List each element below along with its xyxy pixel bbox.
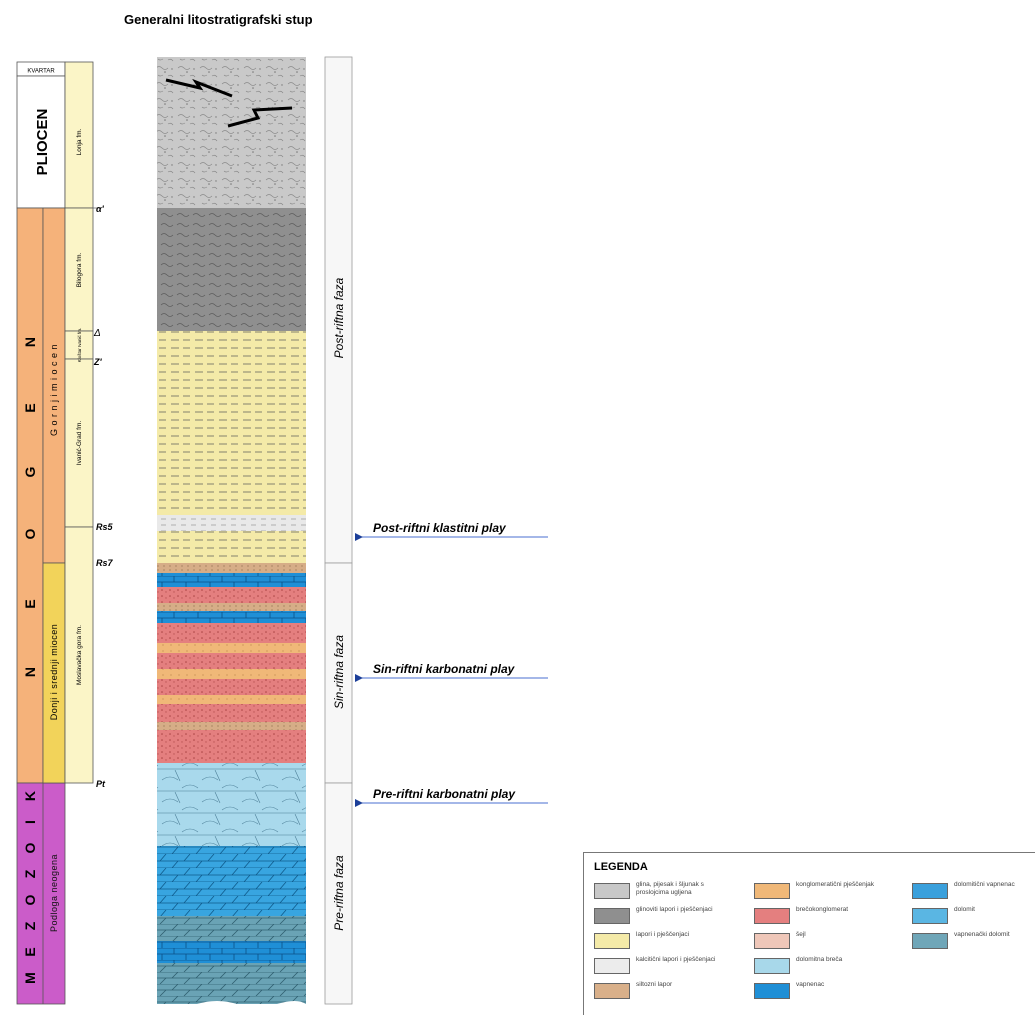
formation-moslavacka-gora: Moslavačka gora fm. — [76, 625, 83, 685]
epoch-gornji-miocen: G o r n j i m i o c e n — [49, 344, 59, 436]
legend-swatch — [754, 958, 790, 974]
legend: LEGENDA glina, pijesak i šljunak s prosl… — [583, 852, 1035, 1015]
phase-column — [324, 56, 353, 1005]
legend-item: dolomitični vapnenac — [912, 881, 1035, 901]
legend-swatch — [754, 983, 790, 999]
mezozoik-letter: M — [22, 972, 38, 984]
legend-label: dolomitični vapnenac — [954, 881, 1015, 888]
phase-post-riftna: Post-riftna faza — [332, 277, 346, 358]
legend-swatch — [594, 983, 630, 999]
legend-item: lapori i pješčenjaci — [594, 931, 739, 951]
legend-label: dolomitna breča — [796, 956, 843, 963]
marker-delta: Δ — [93, 328, 101, 339]
legend-swatch — [594, 958, 630, 974]
mezozoik-letter: O — [22, 894, 38, 905]
mezozoik-letter: Z — [22, 869, 38, 878]
marker-pt: Pt — [96, 779, 106, 789]
mezozoik-letter: I — [22, 820, 38, 824]
legend-item: brečokonglomerat — [754, 906, 899, 926]
legend-swatch — [912, 933, 948, 949]
neogen-letter: O — [22, 528, 38, 539]
legend-label: konglomeratični pješčenjak — [796, 881, 875, 888]
legend-swatch — [594, 908, 630, 924]
legend-label: lapori i pješčenjaci — [636, 931, 690, 938]
neogen-letter: G — [22, 466, 38, 477]
marker-alpha: α' — [96, 204, 105, 214]
legend-title: LEGENDA — [594, 861, 648, 873]
play-pre-riftni: Pre-riftni karbonatni play — [373, 787, 516, 801]
legend-item: vapnenac — [754, 981, 899, 1001]
legend-label: siltozni lapor — [636, 981, 673, 988]
legend-swatch — [754, 883, 790, 899]
neogen-letter: E — [22, 403, 38, 412]
legend-swatch — [912, 908, 948, 924]
play-sin-riftni: Sin-riftni karbonatni play — [373, 662, 516, 676]
mezozoik-letter: K — [22, 791, 38, 801]
legend-swatch — [754, 908, 790, 924]
legend-label: glinoviti lapori i pješčenjaci — [636, 906, 713, 913]
epoch-podloga-neogena: Podloga neogena — [49, 854, 59, 932]
chrono-column: KVARTAR PLIOCEN — [16, 61, 94, 1005]
marker-rs7: Rs7 — [96, 558, 114, 568]
phase-sin-riftna: Sin-riftna faza — [332, 635, 346, 709]
legend-item: vapnenački dolomit — [912, 931, 1035, 951]
era-neogen: N E O G E N — [22, 337, 38, 677]
legend-label: kalcitični lapori i pješčenjaci — [636, 956, 716, 963]
formation-ivanic-grad: Ivanić-Grad fm. — [76, 421, 83, 466]
legend-item: dolomit — [912, 906, 1035, 926]
legend-label: vapnenački dolomit — [954, 931, 1010, 938]
era-kvartar: KVARTAR — [27, 69, 55, 75]
legend-label: glina, pijesak i šljunak s proslojcima u… — [636, 881, 704, 896]
mezozoik-letter: E — [22, 947, 38, 956]
legend-item: glina, pijesak i šljunak s proslojcima u… — [594, 881, 739, 901]
legend-label: brečokonglomerat — [796, 906, 849, 913]
legend-item: dolomitna breča — [754, 956, 899, 976]
epoch-donji-srednji-miocen: Donji i srednji miocen — [49, 624, 59, 721]
diagram-title: Generalni litostratigrafski stup — [124, 12, 313, 27]
legend-label: dolomit — [954, 906, 975, 913]
phase-pre-riftna: Pre-riftna faza — [332, 855, 346, 931]
legend-swatch — [754, 933, 790, 949]
marker-z: Z' — [93, 357, 102, 367]
neogen-letter: N — [22, 337, 38, 347]
fault-symbol — [165, 78, 233, 98]
legend-item: kalcitični lapori i pješčenjaci — [594, 956, 739, 976]
formation-bilogora: Bilogora fm. — [76, 252, 83, 287]
lithology-column — [157, 57, 306, 1014]
play-arrows — [355, 533, 548, 807]
legend-item: konglomeratični pješčenjak — [754, 881, 899, 901]
marker-rs5: Rs5 — [96, 522, 114, 532]
legend-swatch — [594, 933, 630, 949]
neogen-letter: E — [22, 599, 38, 608]
formation-lonja: Lonja fm. — [76, 128, 83, 155]
mezozoik-letter: Z — [22, 921, 38, 930]
era-mezozoik: M E Z O Z O I K — [22, 791, 38, 984]
legend-label: vapnenac — [796, 981, 825, 988]
legend-item: glinoviti lapori i pješčenjaci — [594, 906, 739, 926]
legend-label: šejl — [796, 931, 806, 938]
formation-klostar: Kloštar Ivanić fm. — [77, 328, 82, 363]
legend-item: siltozni lapor — [594, 981, 739, 1001]
legend-swatch — [594, 883, 630, 899]
legend-item: šejl — [754, 931, 899, 951]
mezozoik-letter: O — [22, 842, 38, 853]
neogen-letter: N — [22, 667, 38, 677]
legend-swatch — [912, 883, 948, 899]
fault-symbol — [227, 106, 293, 128]
play-post-riftni: Post-riftni klastitni play — [373, 521, 507, 535]
epoch-pliocen: PLIOCEN — [34, 109, 51, 176]
